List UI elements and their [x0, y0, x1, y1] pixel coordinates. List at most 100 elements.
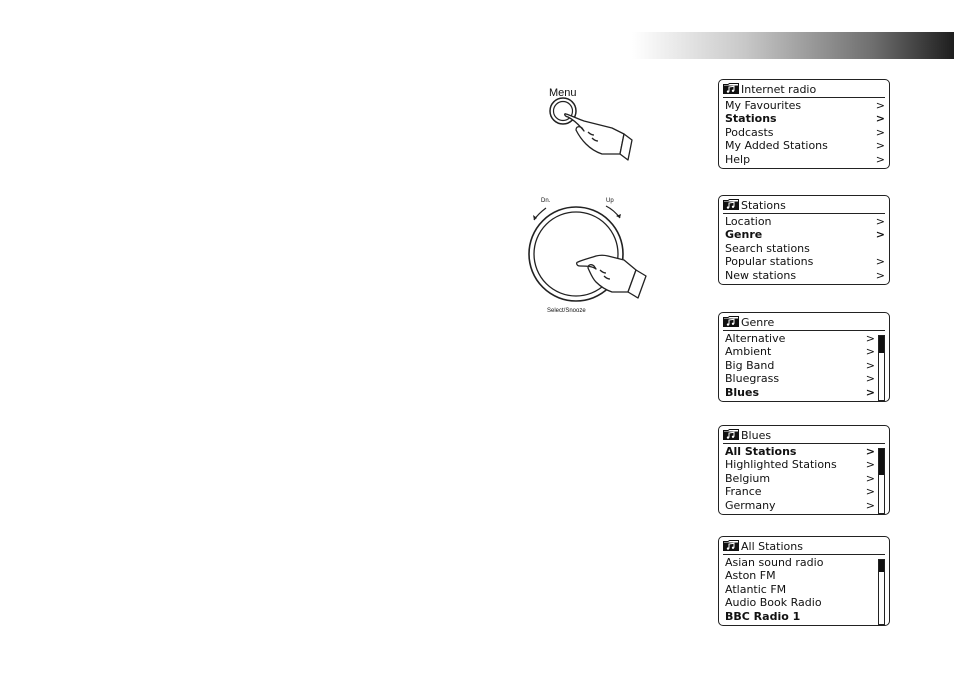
lcd-menu-item[interactable]: Highlighted Stations >	[725, 458, 885, 471]
lcd-title-text: Genre	[741, 316, 775, 329]
lcd-menu-item-label: All Stations	[725, 445, 797, 458]
submenu-arrow-icon: >	[875, 228, 885, 242]
lcd-title-text: All Stations	[741, 540, 803, 553]
lcd-menu-item[interactable]: Search stations	[725, 242, 885, 255]
submenu-arrow-icon: >	[865, 458, 875, 472]
knob-down-label: Dn.	[541, 198, 551, 204]
lcd-menu-item[interactable]: My Favourites >	[725, 99, 885, 112]
lcd-menu-item[interactable]: New stations >	[725, 269, 885, 282]
lcd-menu-item[interactable]: Alternative >	[725, 332, 885, 345]
lcd-menu-item-label: Podcasts	[725, 125, 774, 139]
submenu-arrow-icon: >	[875, 125, 885, 139]
lcd-menu-item[interactable]: France >	[725, 485, 885, 498]
knob-up-label: Up	[606, 198, 614, 204]
lcd-menu-item-label: Big Band	[725, 358, 775, 372]
submenu-arrow-icon: >	[865, 471, 875, 485]
lcd-menu-item-label: Belgium	[725, 471, 771, 485]
lcd-menu-item-label: Bluegrass	[725, 372, 780, 386]
submenu-arrow-icon: >	[865, 332, 875, 345]
lcd-menu-item-label: Genre	[725, 228, 763, 242]
lcd-title-text: Stations	[741, 199, 786, 212]
lcd-menu-item-label: Blues	[725, 385, 759, 399]
lcd-menu-item-label: New stations	[725, 268, 797, 282]
lcd-menu-item[interactable]: Belgium >	[725, 472, 885, 485]
header-gradient-bar	[632, 32, 954, 59]
submenu-arrow-icon: >	[865, 498, 875, 512]
lcd-menu-item[interactable]: Stations >	[725, 112, 885, 125]
lcd-menu-item[interactable]: Genre >	[725, 228, 885, 241]
lcd-title: Stations	[723, 198, 885, 214]
lcd-menu-item-label: Aston FM	[725, 569, 776, 583]
lcd-menu-item[interactable]: Location >	[725, 215, 885, 228]
lcd-menu-item[interactable]: Popular stations>	[725, 255, 885, 268]
lcd-menu-item[interactable]: Help>	[725, 153, 885, 166]
lcd-menu-item[interactable]: Blues >	[725, 386, 885, 399]
pointing-hand-icon	[564, 113, 633, 161]
lcd-menu-item[interactable]: Podcasts >	[725, 126, 885, 139]
lcd-menu-item[interactable]: Atlantic FM	[725, 583, 885, 596]
lcd-title: Internet radio	[723, 82, 885, 98]
lcd-title: Genre	[723, 315, 885, 331]
music-folder-icon	[723, 83, 739, 94]
lcd-title: All Stations	[723, 539, 885, 555]
lcd-menu-item-label: My Added Stations	[725, 139, 828, 153]
lcd-title-text: Internet radio	[741, 83, 817, 96]
lcd-menu-item[interactable]: Audio Book Radio	[725, 596, 885, 609]
scrollbar[interactable]	[878, 335, 885, 401]
lcd-menu-item-label: Location	[725, 215, 772, 228]
lcd-menu-item-label: BBC Radio 1	[725, 609, 801, 623]
music-folder-icon	[723, 429, 739, 440]
submenu-arrow-icon: >	[865, 445, 875, 458]
lcd-menu-item[interactable]: Ambient >	[725, 345, 885, 358]
scrollbar-thumb[interactable]	[879, 560, 884, 572]
pointing-hand-icon	[576, 254, 647, 299]
submenu-arrow-icon: >	[865, 358, 875, 372]
lcd-menu-item[interactable]: Bluegrass >	[725, 372, 885, 385]
submenu-arrow-icon: >	[875, 112, 885, 126]
lcd-menu-item-label: France	[725, 485, 762, 499]
scrollbar[interactable]	[878, 448, 885, 514]
music-folder-icon	[723, 316, 739, 327]
lcd-menu-item-label: My Favourites	[725, 99, 802, 112]
lcd-menu-item-label: Alternative	[725, 332, 786, 345]
knob-select-label: Select/Snooze	[547, 308, 586, 314]
scrollbar-thumb[interactable]	[879, 449, 884, 475]
lcd-menu-item[interactable]: Big Band >	[725, 359, 885, 372]
menu-button-label: Menu	[549, 87, 577, 99]
lcd-menu-item[interactable]: All Stations >	[725, 445, 885, 458]
lcd-menu-item[interactable]: My Added Stations >	[725, 139, 885, 152]
lcd-menu-item-label: Search stations	[725, 241, 810, 255]
lcd-title: Blues	[723, 428, 885, 444]
submenu-arrow-icon: >	[865, 345, 875, 359]
lcd-title-text: Blues	[741, 429, 772, 442]
submenu-arrow-icon: >	[875, 268, 885, 282]
submenu-arrow-icon: >	[865, 385, 875, 399]
lcd-menu-item-label: Stations	[725, 112, 777, 126]
scrollbar[interactable]	[878, 559, 885, 625]
submenu-arrow-icon: >	[875, 215, 885, 228]
music-folder-icon	[723, 199, 739, 210]
lcd-menu-item-label: Asian sound radio	[725, 556, 824, 569]
lcd-menu-item[interactable]: Aston FM	[725, 569, 885, 582]
lcd-menu-item[interactable]: Asian sound radio	[725, 556, 885, 569]
lcd-menu-item-label: Germany	[725, 498, 776, 512]
lcd-menu-item-label: Highlighted Stations	[725, 458, 837, 472]
tuning-knob-illustration: Dn. Up Select/Snooze	[520, 190, 655, 320]
submenu-arrow-icon: >	[865, 372, 875, 386]
submenu-arrow-icon: >	[875, 152, 885, 166]
submenu-arrow-icon: >	[875, 255, 885, 269]
submenu-arrow-icon: >	[875, 139, 885, 153]
submenu-arrow-icon: >	[865, 485, 875, 499]
scrollbar-thumb[interactable]	[879, 336, 884, 353]
lcd-menu-item[interactable]: BBC Radio 1	[725, 610, 885, 623]
music-folder-icon	[723, 540, 739, 551]
submenu-arrow-icon: >	[875, 99, 885, 112]
lcd-menu-item-label: Audio Book Radio	[725, 596, 822, 610]
lcd-menu-item-label: Ambient	[725, 345, 772, 359]
lcd-menu-item[interactable]: Germany >	[725, 499, 885, 512]
